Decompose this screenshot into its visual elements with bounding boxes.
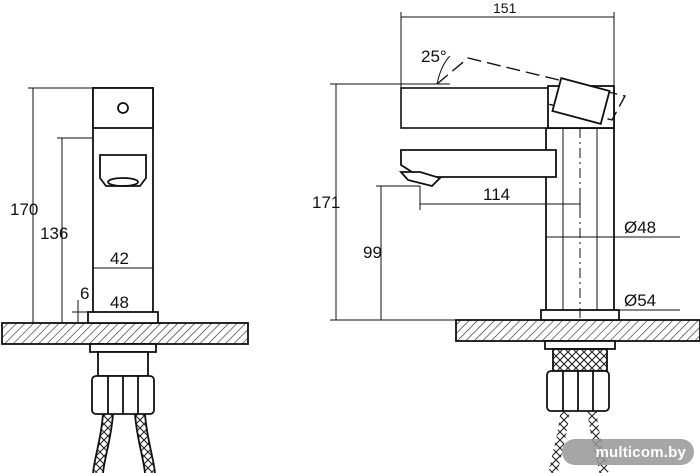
side-dim-handle-angle: 25° bbox=[421, 47, 447, 66]
side-spout-tip bbox=[399, 171, 442, 187]
front-handle-block bbox=[92, 87, 154, 129]
side-dim-length-total: 151 bbox=[493, 0, 517, 16]
front-washer bbox=[89, 343, 157, 353]
front-aerator bbox=[107, 177, 139, 187]
side-dim-diameter-base: Ø54 bbox=[624, 291, 656, 310]
front-hose-left bbox=[93, 413, 113, 473]
front-dim-offset: 6 bbox=[80, 284, 89, 303]
front-spout-outlet bbox=[99, 154, 147, 187]
side-dim-spout-reach: 114 bbox=[483, 185, 510, 204]
front-mount-plate bbox=[97, 351, 149, 377]
side-countertop bbox=[455, 319, 700, 342]
side-washer bbox=[544, 340, 616, 350]
watermark-badge bbox=[562, 439, 694, 465]
side-view bbox=[399, 57, 700, 473]
front-view bbox=[1, 87, 249, 473]
front-dimensions bbox=[28, 87, 158, 323]
front-hose-right bbox=[135, 413, 155, 473]
front-dim-width-base: 48 bbox=[110, 293, 129, 312]
side-hose-left bbox=[548, 410, 570, 473]
side-dim-height-total: 171 bbox=[312, 193, 340, 212]
front-dim-width-body: 42 bbox=[110, 249, 129, 268]
front-handle-indicator bbox=[117, 102, 129, 114]
side-dimensions bbox=[330, 12, 680, 321]
side-dim-diameter-body: Ø48 bbox=[624, 218, 656, 237]
front-dim-height-total: 170 bbox=[10, 200, 38, 219]
side-dim-spout-height: 99 bbox=[363, 243, 382, 262]
front-base-ring bbox=[87, 311, 159, 324]
side-shank bbox=[552, 348, 608, 372]
watermark-text: multicom.by bbox=[595, 444, 686, 461]
front-dim-height-spout: 136 bbox=[40, 224, 68, 243]
side-spout bbox=[400, 149, 557, 178]
front-countertop bbox=[1, 322, 249, 345]
